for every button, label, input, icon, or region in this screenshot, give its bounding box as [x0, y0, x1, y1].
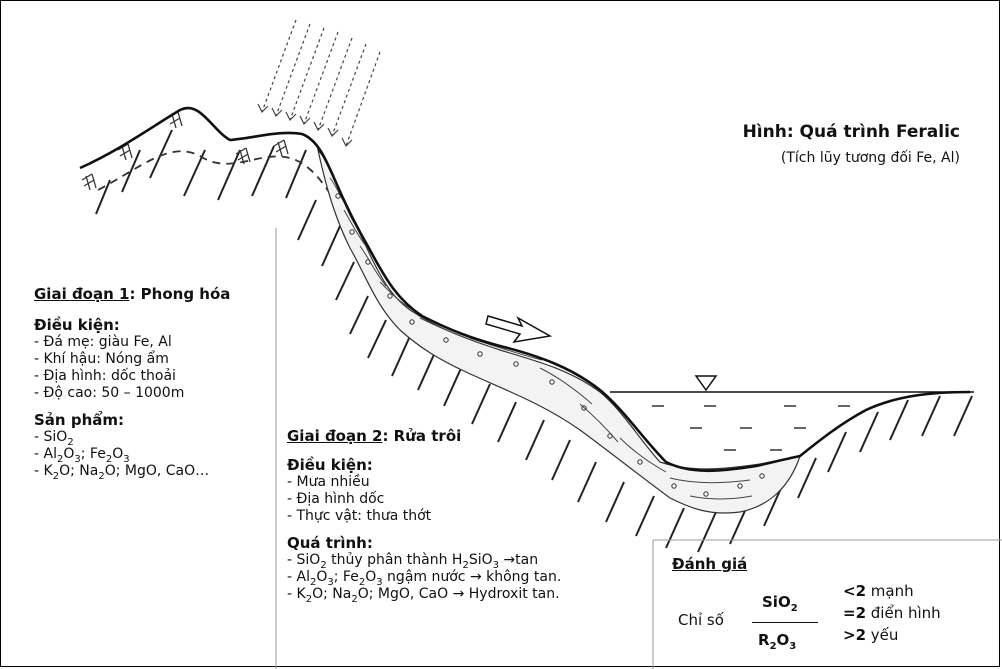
stage1-condition-item: - Khí hậu: Nóng ẩm	[34, 351, 169, 367]
stage1-product-item: - K2O; Na2O; MgO, CaO…	[34, 463, 210, 482]
water-dashes	[652, 405, 850, 451]
sun-ray-arrowheads	[257, 103, 353, 148]
stage2-process-item: - SiO2 thủy phân thành H2SiO3 →tan	[287, 552, 539, 571]
stage2-heading: Giai đoạn 2: Rửa trôi	[287, 427, 462, 445]
evaluation-panel: Đánh giá Chỉ số SiO2 R2O3 <2 mạnh =2 điể…	[672, 556, 972, 656]
deposit-pebbles	[335, 193, 765, 497]
stage2-condition-item: - Địa hình dốc	[287, 491, 385, 507]
stage1-product-item: - SiO2	[34, 429, 74, 448]
stage1-panel: Giai đoạn 1: Phong hóa Điều kiện: - Đá m…	[34, 285, 231, 482]
ratio-label: Chỉ số	[678, 611, 724, 629]
sun-rays	[261, 19, 381, 147]
stage2-panel: Giai đoạn 2: Rửa trôi Điều kiện: - Mưa n…	[287, 427, 562, 605]
fraction-line	[752, 622, 818, 623]
stage1-condition-item: - Đá mẹ: giàu Fe, Al	[34, 334, 172, 350]
stage1-heading: Giai đoạn 1: Phong hóa	[34, 285, 231, 303]
stage1-products-heading: Sản phẩm:	[34, 411, 124, 429]
evaluation-row: <2 mạnh	[843, 582, 914, 600]
stage2-process-item: - K2O; Na2O; MgO, CaO → Hydroxit tan.	[287, 586, 560, 605]
weathering-marks	[81, 111, 289, 191]
evaluation-row: >2 yếu	[843, 626, 899, 644]
evaluation-row: =2 điển hình	[843, 604, 941, 622]
diagram-subtitle: (Tích lũy tương đối Fe, Al)	[780, 150, 960, 166]
stage2-process-heading: Quá trình:	[287, 534, 373, 552]
runoff-arrow-icon	[485, 315, 553, 344]
stage1-condition-item: - Địa hình: dốc thoải	[34, 368, 176, 384]
stage2-condition-item: - Mưa nhiều	[287, 474, 370, 490]
stage2-condition-item: - Thực vật: thưa thớt	[287, 508, 432, 524]
diagram-title: Hình: Quá trình Feralic	[742, 122, 960, 142]
terrain-surface	[79, 106, 971, 473]
ratio-numerator: SiO2	[762, 593, 798, 614]
stage1-conditions-heading: Điều kiện:	[34, 316, 120, 334]
stage2-conditions-heading: Điều kiện:	[287, 456, 373, 474]
stage1-condition-item: - Độ cao: 50 – 1000m	[34, 385, 185, 401]
ratio-denominator: R2O3	[758, 631, 797, 652]
evaluation-heading: Đánh giá	[672, 555, 748, 573]
stage2-process-item: - Al2O3; Fe2O3 ngậm nước → không tan.	[287, 569, 562, 588]
stage1-product-item: - Al2O3; Fe2O3	[34, 446, 130, 465]
water-level-marker	[694, 375, 718, 392]
